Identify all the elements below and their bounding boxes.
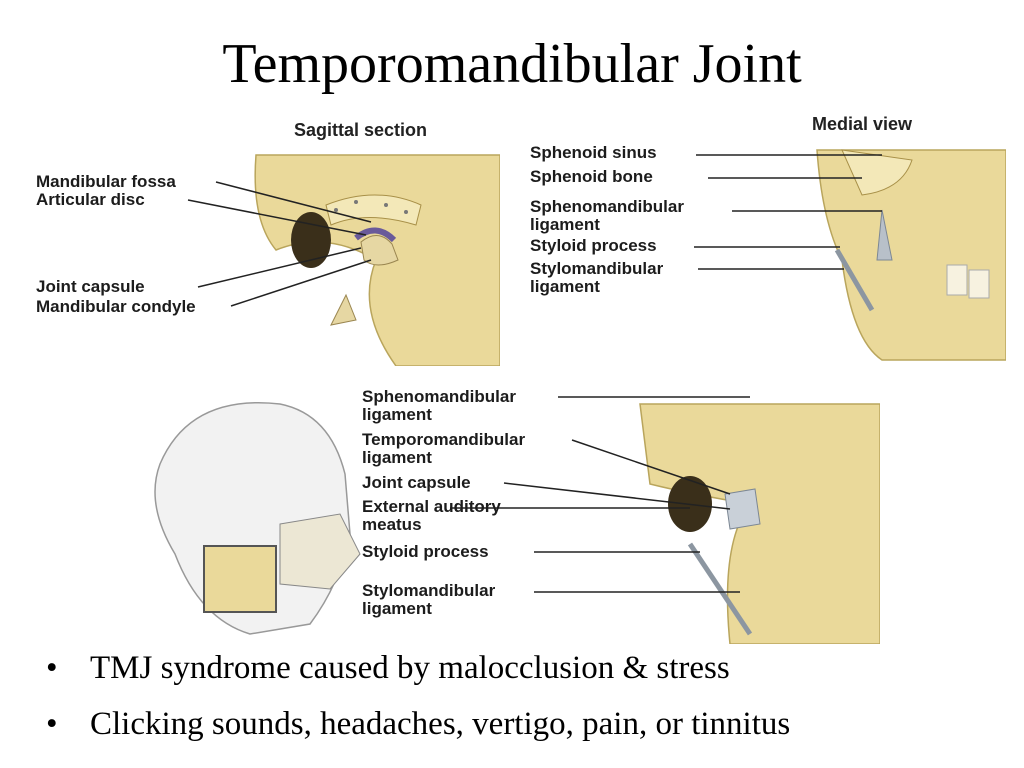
label-joint-capsule-lateral: Joint capsule [362, 473, 471, 492]
medial-illustration [694, 149, 1006, 361]
label-stylomandibular-ligament-lateral: Stylomandibular ligament [362, 581, 496, 618]
bullet-item: • Clicking sounds, headaches, vertigo, p… [40, 706, 1000, 762]
label-external-auditory-meatus: External auditory meatus [362, 497, 501, 534]
label-temporomandibular-ligament: Temporomandibular ligament [362, 430, 526, 467]
sagittal-section-figure: Sagittal section Mandibular fossa Articu… [26, 110, 500, 366]
label-sphenomandibular-ligament-lateral: Sphenomandibular ligament [362, 387, 516, 424]
lateral-illustration [154, 396, 880, 644]
bullet-text: TMJ syndrome caused by malocclusion & st… [90, 650, 730, 686]
bullet-marker: • [46, 650, 58, 686]
bullet-text: Clicking sounds, headaches, vertigo, pai… [90, 706, 791, 742]
label-sphenoid-bone: Sphenoid bone [530, 167, 653, 186]
sagittal-heading: Sagittal section [294, 120, 428, 140]
slide-title: Temporomandibular Joint [222, 33, 802, 95]
label-sphenomandibular-ligament: Sphenomandibular ligament [530, 197, 684, 234]
label-mandibular-fossa: Mandibular fossa [36, 172, 176, 191]
label-joint-capsule: Joint capsule [36, 277, 145, 296]
lateral-view-figure: Sphenomandibular ligament Temporomandibu… [130, 384, 880, 644]
label-sphenoid-sinus: Sphenoid sinus [530, 143, 657, 162]
label-styloid-process: Styloid process [530, 236, 657, 255]
label-stylomandibular-ligament: Stylomandibular ligament [530, 259, 664, 296]
label-styloid-process-lateral: Styloid process [362, 542, 489, 561]
label-mandibular-condyle: Mandibular condyle [36, 297, 196, 316]
bullet-list: • TMJ syndrome caused by malocclusion & … [40, 650, 1000, 762]
bullet-marker: • [46, 706, 58, 742]
sagittal-illustration [187, 154, 500, 366]
medial-view-figure: Medial view Sphenoid sinus Sphenoid bone… [522, 110, 1006, 366]
medial-heading: Medial view [812, 114, 913, 134]
bullet-item: • TMJ syndrome caused by malocclusion & … [40, 650, 1000, 706]
label-articular-disc: Articular disc [36, 190, 145, 209]
